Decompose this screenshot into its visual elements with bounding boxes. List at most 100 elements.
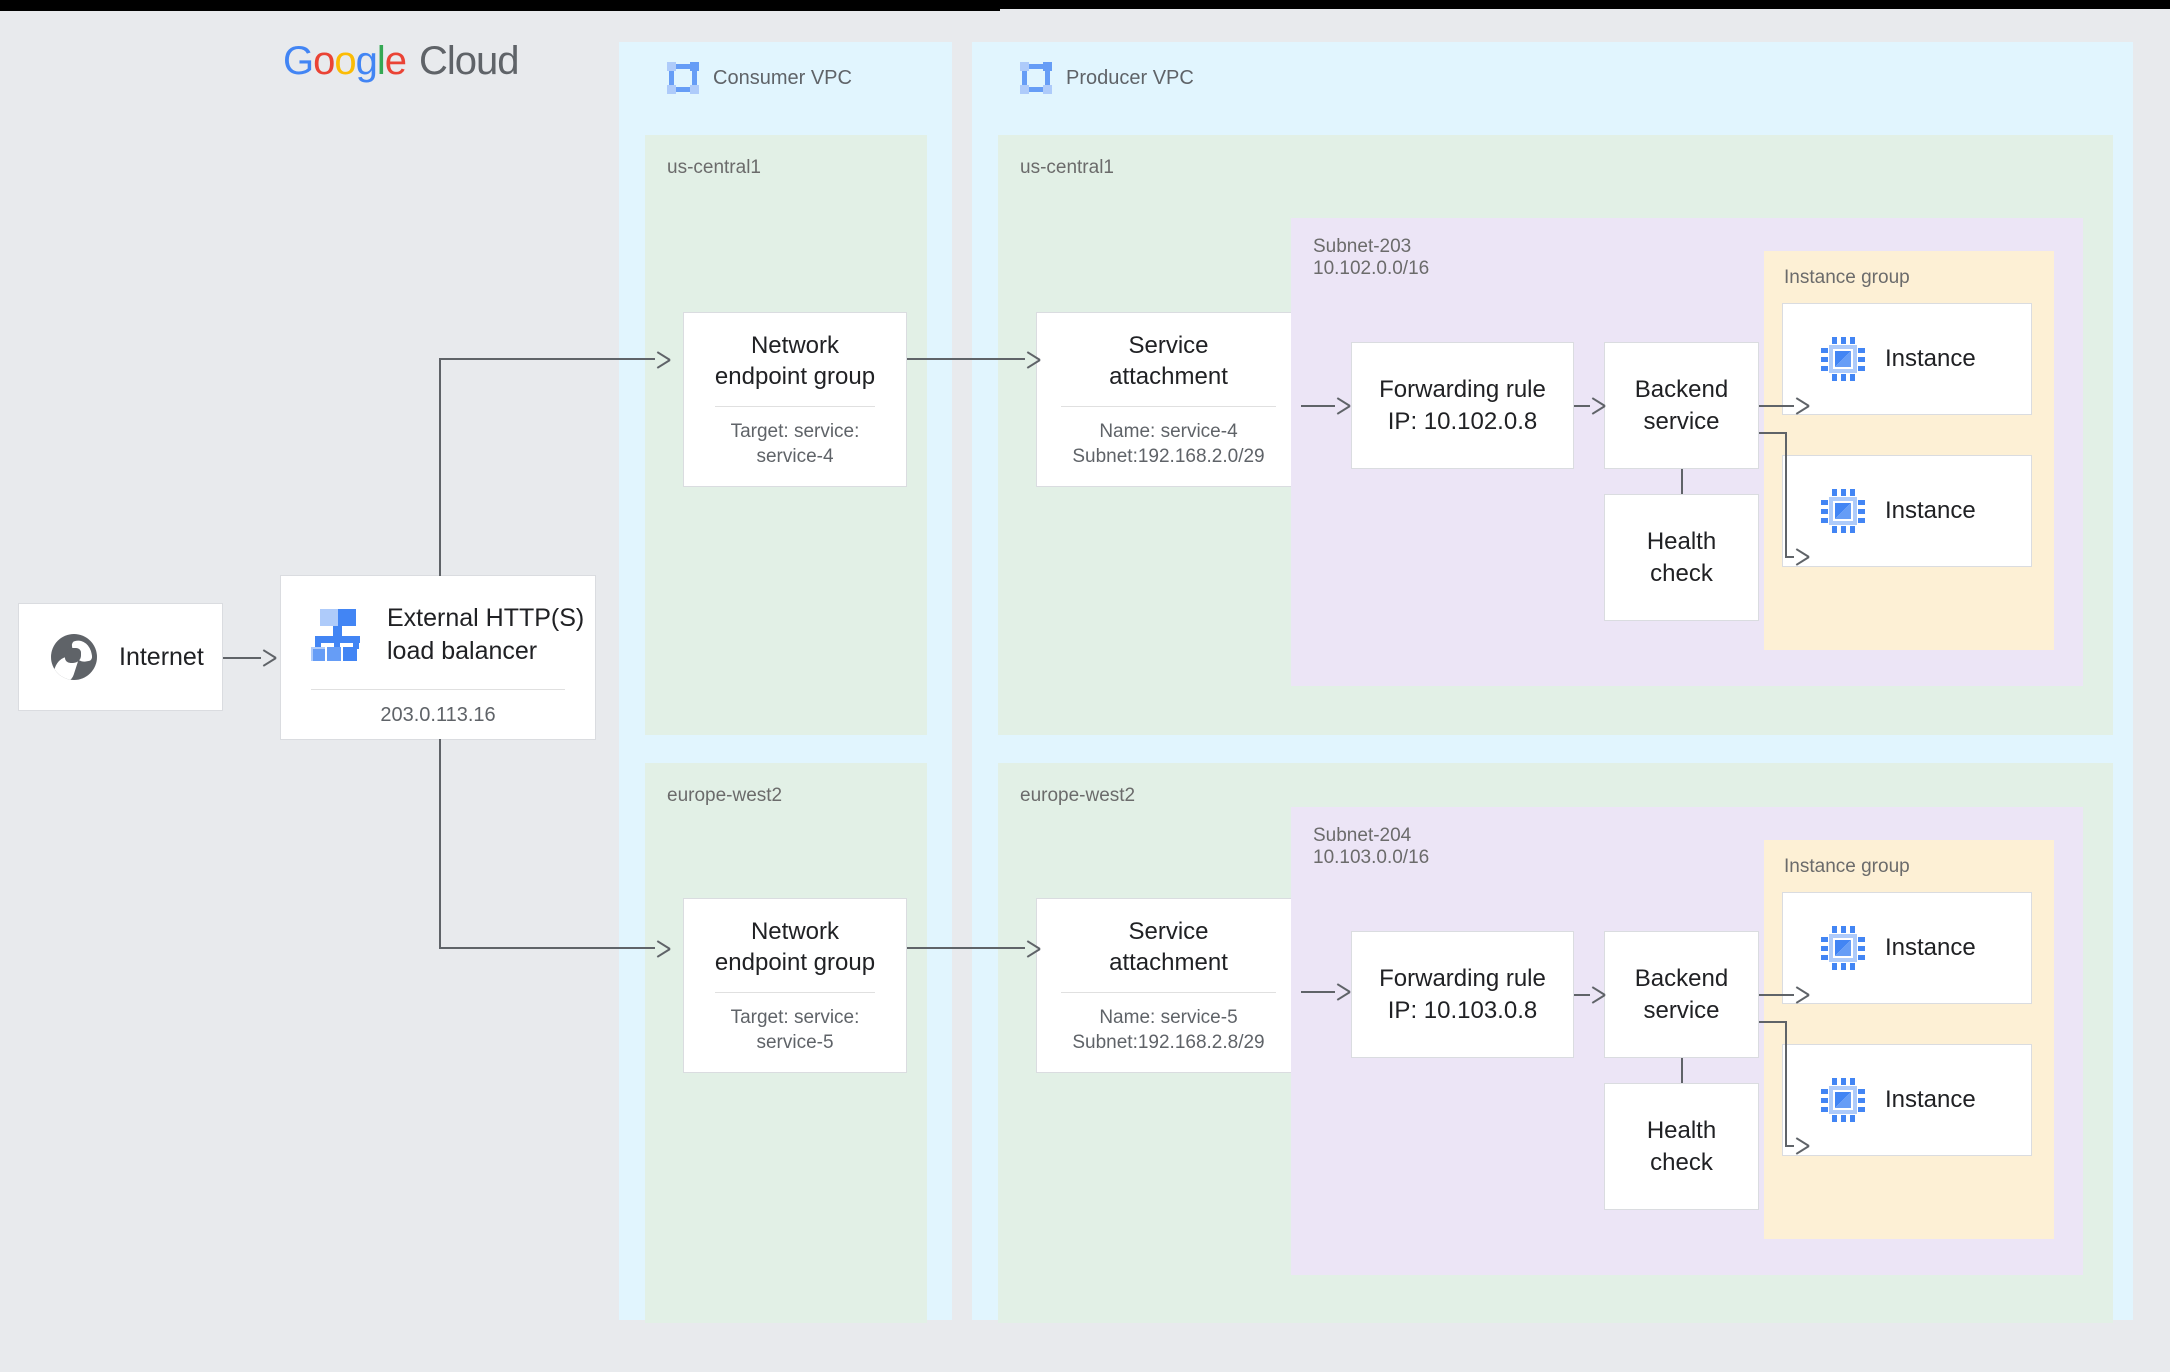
- forwarding-rule-line2-0: IP: 10.102.0.8: [1387, 407, 1538, 435]
- forwarding-rule-card-1[interactable]: Forwarding rule IP: 10.103.0.8: [1351, 931, 1574, 1058]
- neg-title-line2-0: endpoint group: [714, 362, 876, 390]
- load-balancer-icon: [311, 608, 365, 661]
- connector-fr-to-bs-1: [1574, 994, 1590, 996]
- lb-ip: 203.0.113.16: [380, 704, 496, 726]
- sa-sub-line2-0: Subnet:192.168.2.0/29: [1072, 446, 1265, 468]
- top-black-bar-right: [1000, 0, 2170, 9]
- logo-letter-l: l: [376, 39, 386, 83]
- forwarding-rule-line2-1: IP: 10.103.0.8: [1387, 996, 1538, 1024]
- consumer-vpc-title: Consumer VPC: [713, 66, 852, 89]
- vpc-icon: [667, 62, 699, 94]
- load-balancer-card[interactable]: External HTTP(S) load balancer 203.0.113…: [280, 575, 596, 740]
- lb-header: External HTTP(S) load balancer: [281, 602, 595, 667]
- forwarding-rule-card-0[interactable]: Forwarding rule IP: 10.102.0.8: [1351, 342, 1574, 469]
- sa-sub-line1-1: Name: service-5: [1099, 1007, 1238, 1029]
- connector-bs-elbow-v-0: [1785, 432, 1787, 557]
- instance-card-1-1[interactable]: Instance: [1782, 1044, 2032, 1156]
- consumer-vpc-container: Consumer VPC us-central1 Network endpoin…: [619, 42, 952, 1323]
- instance-group-label-1: Instance group: [1784, 856, 1910, 877]
- health-check-card-0[interactable]: Health check: [1604, 494, 1759, 621]
- neg-sub-0: Target: service: service-4: [731, 419, 860, 469]
- forwarding-rule-text-1: Forwarding rule IP: 10.103.0.8: [1379, 963, 1546, 1026]
- forwarding-rule-text-0: Forwarding rule IP: 10.102.0.8: [1379, 374, 1546, 437]
- health-check-card-1[interactable]: Health check: [1604, 1083, 1759, 1210]
- neg-title-1: Network endpoint group: [715, 916, 875, 978]
- backend-service-text-1: Backend service: [1635, 963, 1728, 1026]
- connector-bs-to-inst0-1: [1759, 994, 1794, 996]
- neg-title-line1-0: Network: [750, 331, 839, 359]
- internet-card[interactable]: Internet: [18, 603, 223, 711]
- sa-title-line1-1: Service: [1128, 917, 1209, 945]
- top-black-bar-left: [0, 0, 1000, 11]
- lb-title-line2: load balancer: [387, 636, 538, 665]
- health-check-text-1: Health check: [1647, 1115, 1716, 1178]
- connector-lb-to-neg0-h: [439, 358, 655, 360]
- producer-region-us-central1: us-central1 Service attachment Name: ser…: [998, 135, 2113, 735]
- lb-divider: [311, 689, 565, 690]
- subnet-203-name: Subnet-203: [1313, 236, 1412, 257]
- neg-sub-1: Target: service: service-5: [731, 1005, 860, 1055]
- connector-sa-to-fr-0: [1301, 405, 1335, 407]
- neg-sub-line1-0: Target: service:: [730, 421, 860, 443]
- internet-label: Internet: [119, 642, 204, 671]
- instance-group-label-0: Instance group: [1784, 267, 1910, 288]
- backend-service-line2-0: service: [1643, 407, 1720, 435]
- sa-sub-0: Name: service-4 Subnet:192.168.2.0/29: [1072, 419, 1264, 469]
- producer-region-label-1: europe-west2: [1020, 785, 1136, 806]
- producer-vpc-title: Producer VPC: [1066, 66, 1194, 89]
- producer-vpc-container: Producer VPC us-central1 Service attachm…: [972, 42, 2133, 1323]
- connector-lb-down-vertical: [439, 739, 441, 949]
- neg-sub-line1-1: Target: service:: [730, 1007, 860, 1029]
- neg-title-line1-1: Network: [750, 917, 839, 945]
- network-endpoint-group-card-1[interactable]: Network endpoint group Target: service: …: [683, 898, 907, 1073]
- subnet-203-label: Subnet-203 10.102.0.0/16: [1313, 236, 1429, 281]
- cpu-icon: [1821, 1078, 1865, 1122]
- globe-icon: [51, 634, 97, 680]
- consumer-region-label-0: us-central1: [667, 157, 761, 178]
- sa-divider-1: [1061, 992, 1276, 994]
- connector-internet-to-lb: [223, 657, 261, 659]
- sa-sub-line2-1: Subnet:192.168.2.8/29: [1072, 1032, 1265, 1054]
- forwarding-rule-line1-1: Forwarding rule: [1379, 964, 1546, 992]
- consumer-vpc-header: Consumer VPC: [667, 62, 852, 94]
- service-attachment-card-0[interactable]: Service attachment Name: service-4 Subne…: [1036, 312, 1301, 487]
- subnet-203-cidr: 10.102.0.0/16: [1313, 258, 1430, 280]
- connector-bs-to-hc-1: [1681, 1058, 1683, 1083]
- sa-title-0: Service attachment: [1109, 330, 1228, 392]
- logo-letter-e: e: [384, 39, 407, 83]
- vpc-icon: [1020, 62, 1052, 94]
- instance-card-1-0[interactable]: Instance: [1782, 892, 2032, 1004]
- connector-lb-up-vertical: [439, 358, 441, 576]
- instance-card-0-1[interactable]: Instance: [1782, 455, 2032, 567]
- connector-bs-elbow-h1-1: [1759, 1021, 1787, 1023]
- neg-divider-1: [715, 992, 875, 994]
- subnet-204-name: Subnet-204: [1313, 825, 1412, 846]
- connector-fr-to-bs-0: [1574, 405, 1590, 407]
- connector-sa-to-fr-1: [1301, 991, 1335, 993]
- instance-group-container-0: Instance group Instance: [1764, 251, 2054, 650]
- backend-service-card-1[interactable]: Backend service: [1604, 931, 1759, 1058]
- consumer-region-us-central1: us-central1 Network endpoint group Targe…: [645, 135, 927, 735]
- logo-word-cloud: Cloud: [419, 39, 520, 83]
- sa-title-line1-0: Service: [1128, 331, 1209, 359]
- service-attachment-card-1[interactable]: Service attachment Name: service-5 Subne…: [1036, 898, 1301, 1073]
- instance-group-container-1: Instance group Instance: [1764, 840, 2054, 1239]
- sa-sub-line1-0: Name: service-4: [1099, 421, 1238, 443]
- logo-letter-g2: g: [355, 39, 378, 83]
- neg-title-0: Network endpoint group: [715, 330, 875, 392]
- connector-bs-elbow-h1-0: [1759, 432, 1787, 434]
- health-check-line1-1: Health: [1646, 1116, 1717, 1144]
- cpu-icon: [1821, 337, 1865, 381]
- instance-card-0-0[interactable]: Instance: [1782, 303, 2032, 415]
- backend-service-card-0[interactable]: Backend service: [1604, 342, 1759, 469]
- connector-bs-elbow-h2-0: [1785, 556, 1794, 558]
- backend-service-line1-0: Backend: [1634, 375, 1729, 403]
- health-check-text-0: Health check: [1647, 526, 1716, 589]
- instance-label-0-0: Instance: [1885, 345, 1976, 372]
- network-endpoint-group-card-0[interactable]: Network endpoint group Target: service: …: [683, 312, 907, 487]
- backend-service-line2-1: service: [1643, 996, 1720, 1024]
- instance-label-1-1: Instance: [1885, 1086, 1976, 1113]
- sa-sub-1: Name: service-5 Subnet:192.168.2.8/29: [1072, 1005, 1264, 1055]
